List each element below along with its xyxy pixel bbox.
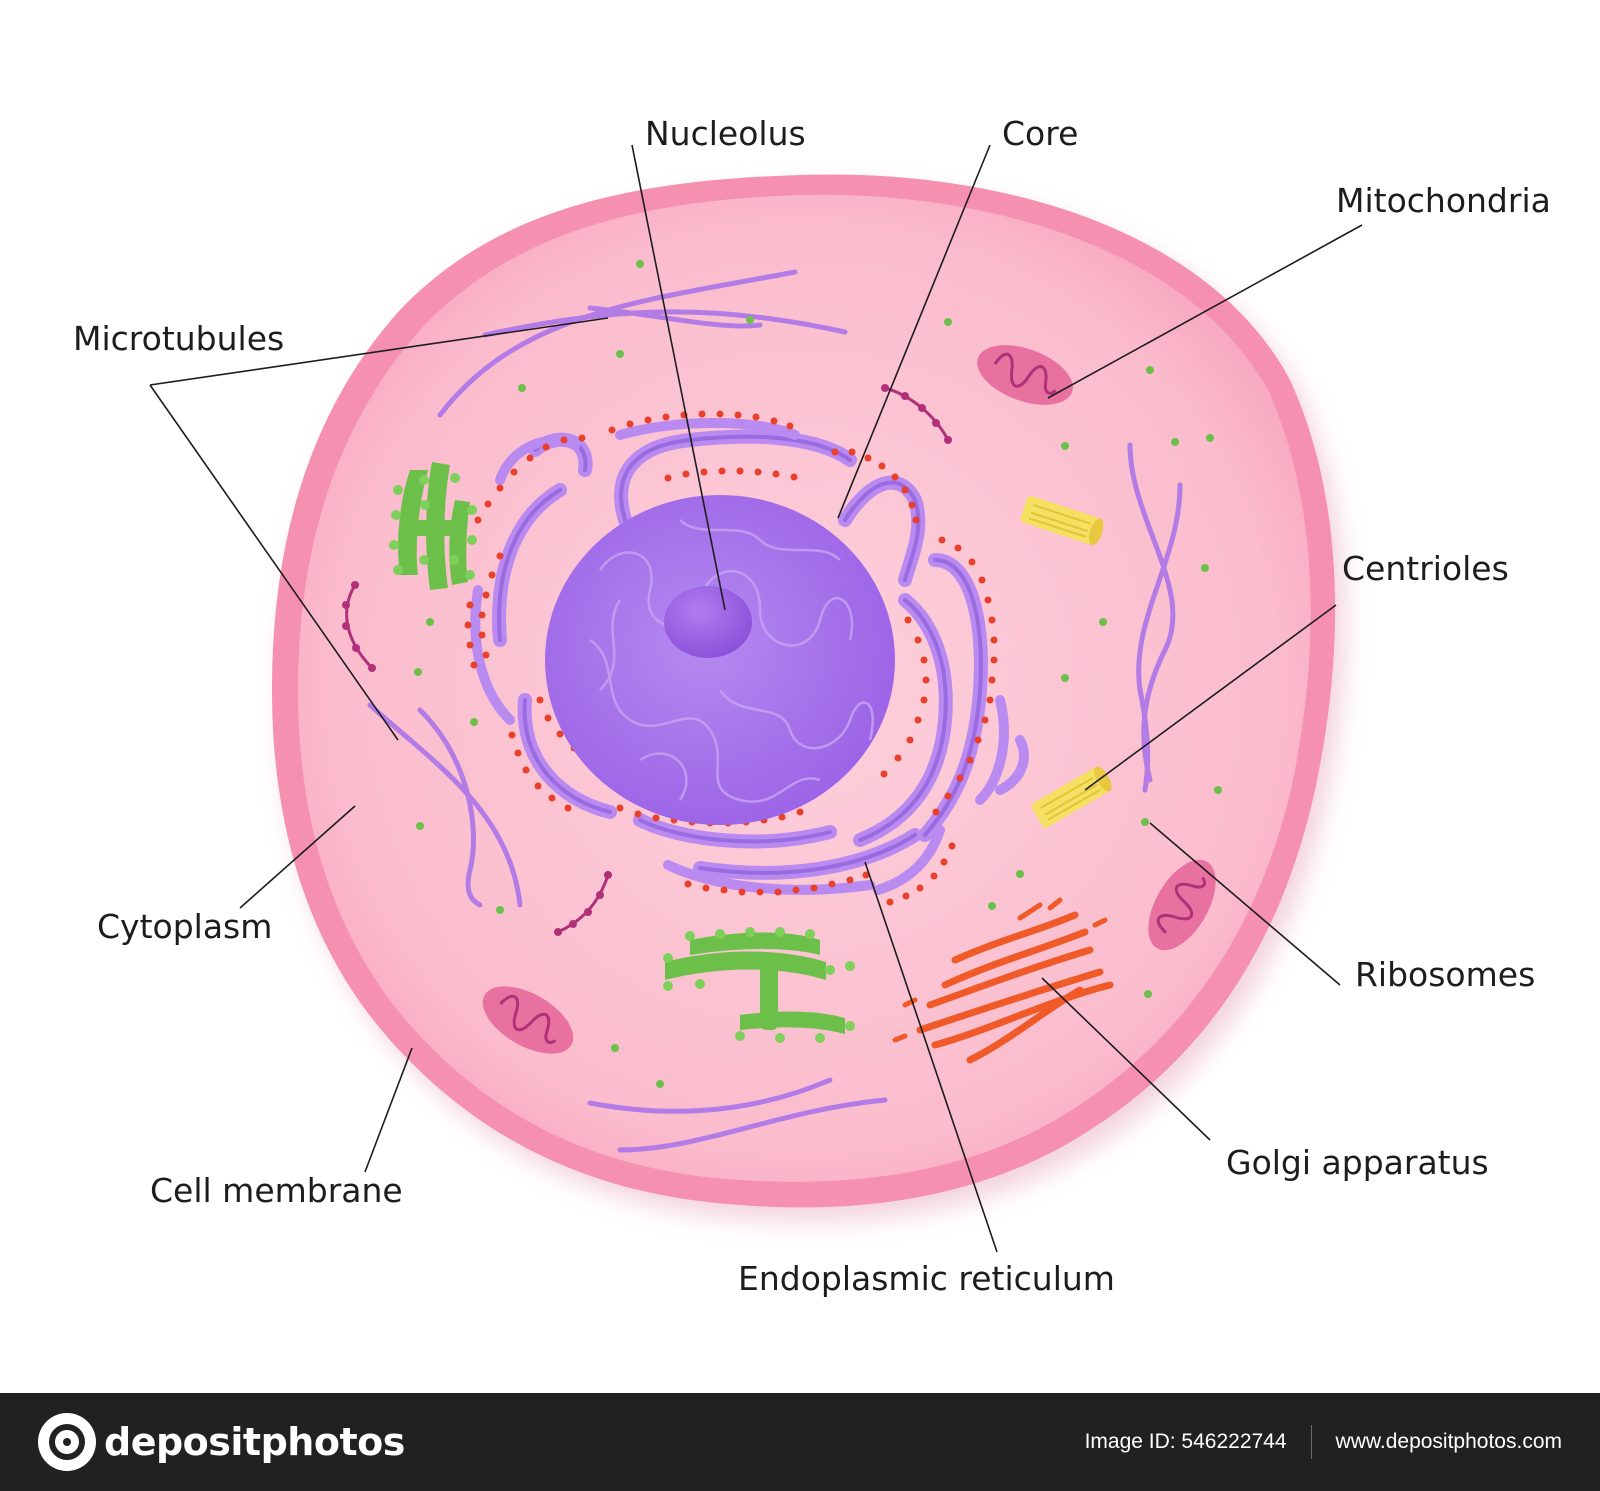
- label-mitochondria: Mitochondria: [1336, 181, 1551, 220]
- label-centrioles: Centrioles: [1342, 549, 1509, 588]
- label-microtubules: Microtubules: [73, 319, 284, 358]
- brand[interactable]: depositphotos: [38, 1411, 405, 1473]
- label-core: Core: [1002, 114, 1078, 153]
- watermark-footer: depositphotos Image ID: 546222744 www.de…: [0, 1393, 1600, 1491]
- label-endoplasmic-reticulum: Endoplasmic reticulum: [738, 1259, 1115, 1298]
- leader-lines: [149, 144, 1363, 1253]
- footer-info: Image ID: 546222744 www.depositphotos.co…: [1085, 1393, 1562, 1491]
- label-cytoplasm: Cytoplasm: [97, 907, 272, 946]
- ribosome-strands: [342, 384, 952, 936]
- divider: [1310, 1425, 1312, 1459]
- site-url[interactable]: www.depositphotos.com: [1335, 1430, 1562, 1453]
- microtubules: [367, 269, 1183, 1153]
- er-ribosomes: [464, 410, 998, 906]
- centrioles: [1020, 495, 1112, 828]
- free-ribosomes: [414, 260, 1222, 1088]
- cell-diagram-svg: Nucleolus Core Mitochondria Microtubules…: [73, 114, 1551, 1298]
- smooth-er-left: [389, 462, 477, 590]
- nucleolus: [664, 586, 752, 658]
- label-cell-membrane: Cell membrane: [150, 1171, 403, 1210]
- label-nucleolus: Nucleolus: [645, 114, 806, 153]
- nucleus: [545, 495, 895, 825]
- label-ribosomes: Ribosomes: [1355, 955, 1535, 994]
- camera-logo-icon: [38, 1413, 96, 1471]
- endoplasmic-reticulum: [470, 418, 1029, 895]
- golgi-apparatus: [892, 897, 1114, 1064]
- cell-diagram: Nucleolus Core Mitochondria Microtubules…: [73, 114, 1551, 1298]
- mitochondria: [482, 345, 1216, 1054]
- label-golgi-apparatus: Golgi apparatus: [1226, 1143, 1489, 1182]
- image-id: Image ID: 546222744: [1084, 1430, 1287, 1453]
- brand-name: depositphotos: [104, 1420, 405, 1464]
- chromatin: [589, 519, 874, 803]
- smooth-er-bottom: [663, 927, 855, 1043]
